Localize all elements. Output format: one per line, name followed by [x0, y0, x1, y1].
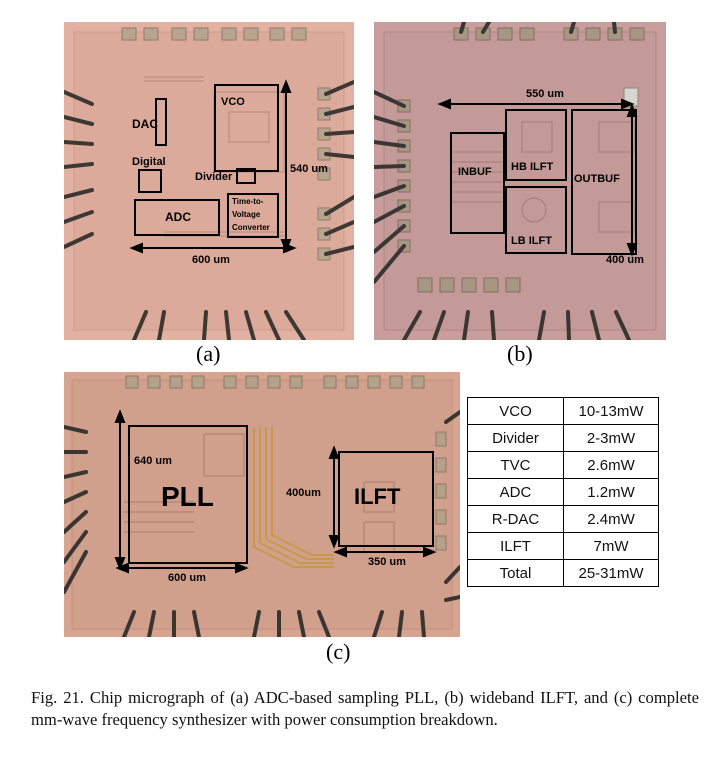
table-cell-power: 10-13mW: [563, 397, 659, 425]
table-cell-block: TVC: [467, 451, 564, 479]
panel-a-micrograph: DAC VCO Digital Divider ADC Time-to- Vol…: [64, 22, 354, 340]
table-cell-block: ADC: [467, 478, 564, 506]
table-row: R-DAC 2.4mW: [467, 505, 659, 533]
panel-a-drawing: [64, 27, 354, 340]
label-lb-ilft: LB ILFT: [511, 235, 552, 247]
label-tvc-line1: Time-to-: [232, 197, 264, 206]
table-row: ADC 1.2mW: [467, 478, 659, 506]
panel-b-drawing: [374, 22, 657, 340]
label-width-550um: 550 um: [526, 88, 564, 100]
table-cell-block: Divider: [467, 424, 564, 452]
figure-caption: Fig. 21. Chip micrograph of (a) ADC-base…: [31, 688, 699, 729]
table-cell-power: 2.6mW: [563, 451, 659, 479]
panel-c-micrograph: 640 um PLL 600 um 400um ILFT 350 um: [64, 372, 460, 637]
table-row: ILFT 7mW: [467, 532, 659, 560]
label-outbuf: OUTBUF: [574, 173, 620, 185]
label-digital: Digital: [132, 156, 166, 168]
table-row: VCO 10-13mW: [467, 397, 659, 425]
label-tvc-line3: Converter: [232, 223, 270, 232]
label-tvc-line2: Voltage: [232, 210, 261, 219]
table-cell-power: 2-3mW: [563, 424, 659, 452]
label-ilft: ILFT: [354, 484, 401, 509]
table-cell-block: R-DAC: [467, 505, 564, 533]
label-ilft-width-350um: 350 um: [368, 556, 406, 568]
table-row: Divider 2-3mW: [467, 424, 659, 452]
label-divider: Divider: [195, 171, 233, 183]
table-cell-power: 1.2mW: [563, 478, 659, 506]
label-vco: VCO: [221, 96, 245, 108]
label-dac: DAC: [132, 117, 158, 131]
panel-b-micrograph: 550 um INBUF HB ILFT LB ILFT OUTBUF 400 …: [374, 22, 666, 340]
table-cell-power: 25-31mW: [563, 559, 659, 587]
caption-c: (c): [326, 639, 351, 664]
caption-b: (b): [507, 341, 533, 366]
table-cell-block: Total: [467, 559, 564, 587]
table-row: TVC 2.6mW: [467, 451, 659, 479]
table-row: Total 25-31mW: [467, 559, 659, 587]
panel-c-drawing: [64, 375, 460, 637]
table-cell-block: VCO: [467, 397, 564, 425]
label-height-400um: 400 um: [606, 254, 644, 266]
table-cell-block: ILFT: [467, 532, 564, 560]
label-pll-width-600um: 600 um: [168, 572, 206, 584]
table-cell-power: 7mW: [563, 532, 659, 560]
label-height-540um: 540 um: [290, 163, 328, 175]
label-pll: PLL: [161, 481, 214, 512]
label-width-600um: 600 um: [192, 254, 230, 266]
caption-a: (a): [196, 341, 221, 366]
label-inbuf: INBUF: [458, 166, 492, 178]
label-pll-height-640um: 640 um: [134, 455, 172, 467]
label-hb-ilft: HB ILFT: [511, 161, 554, 173]
label-ilft-height-400um: 400um: [286, 487, 321, 499]
table-cell-power: 2.4mW: [563, 505, 659, 533]
label-adc: ADC: [165, 210, 191, 224]
power-consumption-table: VCO 10-13mW Divider 2-3mW TVC 2.6mW ADC …: [467, 397, 659, 587]
